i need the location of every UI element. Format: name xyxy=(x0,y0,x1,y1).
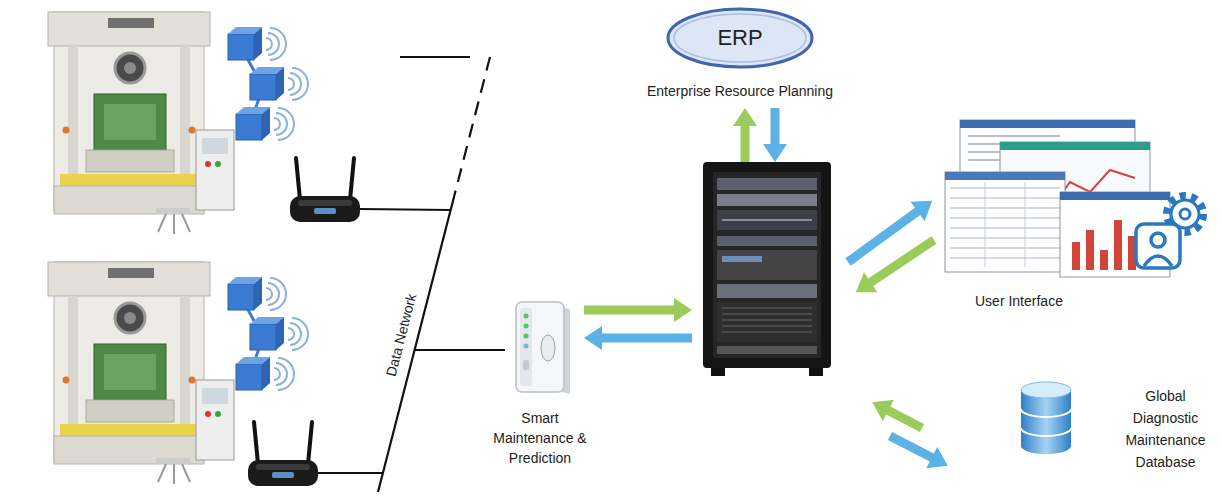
storage-device: Smart Maintenance & Prediction xyxy=(480,300,602,470)
nas-icon-part xyxy=(516,302,564,392)
server-rack-part xyxy=(717,302,817,342)
screen-collage-part xyxy=(1136,224,1180,268)
network-wire-part xyxy=(415,349,505,351)
nas-icon-part xyxy=(524,344,529,349)
database-caption: Global Diagnostic Maintenance Database xyxy=(1118,385,1213,473)
device-caption: Smart Maintenance & Prediction xyxy=(480,408,600,468)
nas-icon xyxy=(512,300,572,396)
server-rack-part xyxy=(722,308,812,332)
server-rack-part xyxy=(717,236,817,246)
cylinder-icon-part xyxy=(1021,390,1071,454)
screen-collage-part xyxy=(1072,242,1080,270)
screen-collage xyxy=(940,112,1215,284)
interface-caption: User Interface xyxy=(975,292,1105,310)
screen-collage-part xyxy=(1000,142,1150,150)
server-rack-part xyxy=(717,346,817,354)
server-rack-part xyxy=(717,250,817,280)
database-icon: Global Diagnostic Maintenance Database xyxy=(1000,375,1215,475)
system-name: ERP xyxy=(600,6,880,70)
nas-icon-part xyxy=(523,360,529,370)
screen-collage-part xyxy=(1180,209,1190,219)
wireless-router xyxy=(248,422,318,486)
cylinder-icon xyxy=(1018,380,1074,460)
server-rack-part xyxy=(717,194,817,206)
erp-ellipse: ERP Enterprise Resource Planning xyxy=(600,6,882,102)
screen-collage-part xyxy=(1060,192,1170,200)
system-caption: Enterprise Resource Planning xyxy=(600,82,880,100)
server-rack-part xyxy=(711,368,725,376)
network-wire-part xyxy=(318,472,383,474)
data-flow-arrow-part xyxy=(763,108,787,162)
server-rack-part xyxy=(703,162,831,368)
network-wire-part xyxy=(400,56,470,58)
screen-collage-part xyxy=(945,172,1065,272)
wireless-router xyxy=(290,158,360,222)
nas-icon-part xyxy=(520,308,532,386)
server-rack-part xyxy=(717,284,817,298)
data-flow-arrow-part xyxy=(584,326,692,350)
screen-collage-part xyxy=(1114,220,1122,270)
press-machine xyxy=(48,12,308,484)
server-rack xyxy=(703,162,831,376)
server-rack-part xyxy=(809,368,823,376)
press-machine xyxy=(48,262,308,484)
nas-icon-part xyxy=(524,334,529,339)
network-label: Data Network xyxy=(382,289,420,381)
network-wire-part xyxy=(455,57,491,195)
screen-collage-part xyxy=(1086,230,1094,270)
data-flow-arrow-part xyxy=(849,230,941,302)
data-flow-arrow-part xyxy=(584,298,692,322)
screen-collage-part xyxy=(950,188,1060,258)
server-rack-part xyxy=(717,178,817,190)
nas-icon-part xyxy=(541,335,555,361)
server-rack-part xyxy=(722,256,762,262)
screen-collage-part xyxy=(960,120,1135,128)
screen-collage-part xyxy=(1144,256,1172,266)
nas-icon-part xyxy=(524,324,529,329)
data-flow-arrow xyxy=(584,108,953,476)
user-interface: User Interface xyxy=(940,112,1215,312)
cylinder-icon-part xyxy=(1021,382,1071,398)
server-rack-part xyxy=(713,172,821,358)
network-wire-part xyxy=(360,209,451,210)
data-flow-arrow-part xyxy=(867,391,928,438)
screen-collage-part xyxy=(985,182,1025,267)
network-wire xyxy=(318,57,505,492)
nas-icon-part xyxy=(524,314,529,319)
screen-collage-part xyxy=(1100,250,1108,270)
screen-collage-part xyxy=(945,172,1065,180)
press-machine xyxy=(48,12,308,234)
data-flow-arrow-part xyxy=(841,191,939,272)
network-wire-part xyxy=(378,195,455,492)
wireless-router xyxy=(248,158,360,486)
server-rack-part xyxy=(717,210,817,230)
data-flow-arrow-part xyxy=(733,108,757,162)
server-rack-part xyxy=(722,219,812,221)
cylinder-icon-part xyxy=(1021,409,1071,436)
screen-collage-part xyxy=(1151,233,1165,247)
data-flow-arrow-part xyxy=(884,425,953,476)
